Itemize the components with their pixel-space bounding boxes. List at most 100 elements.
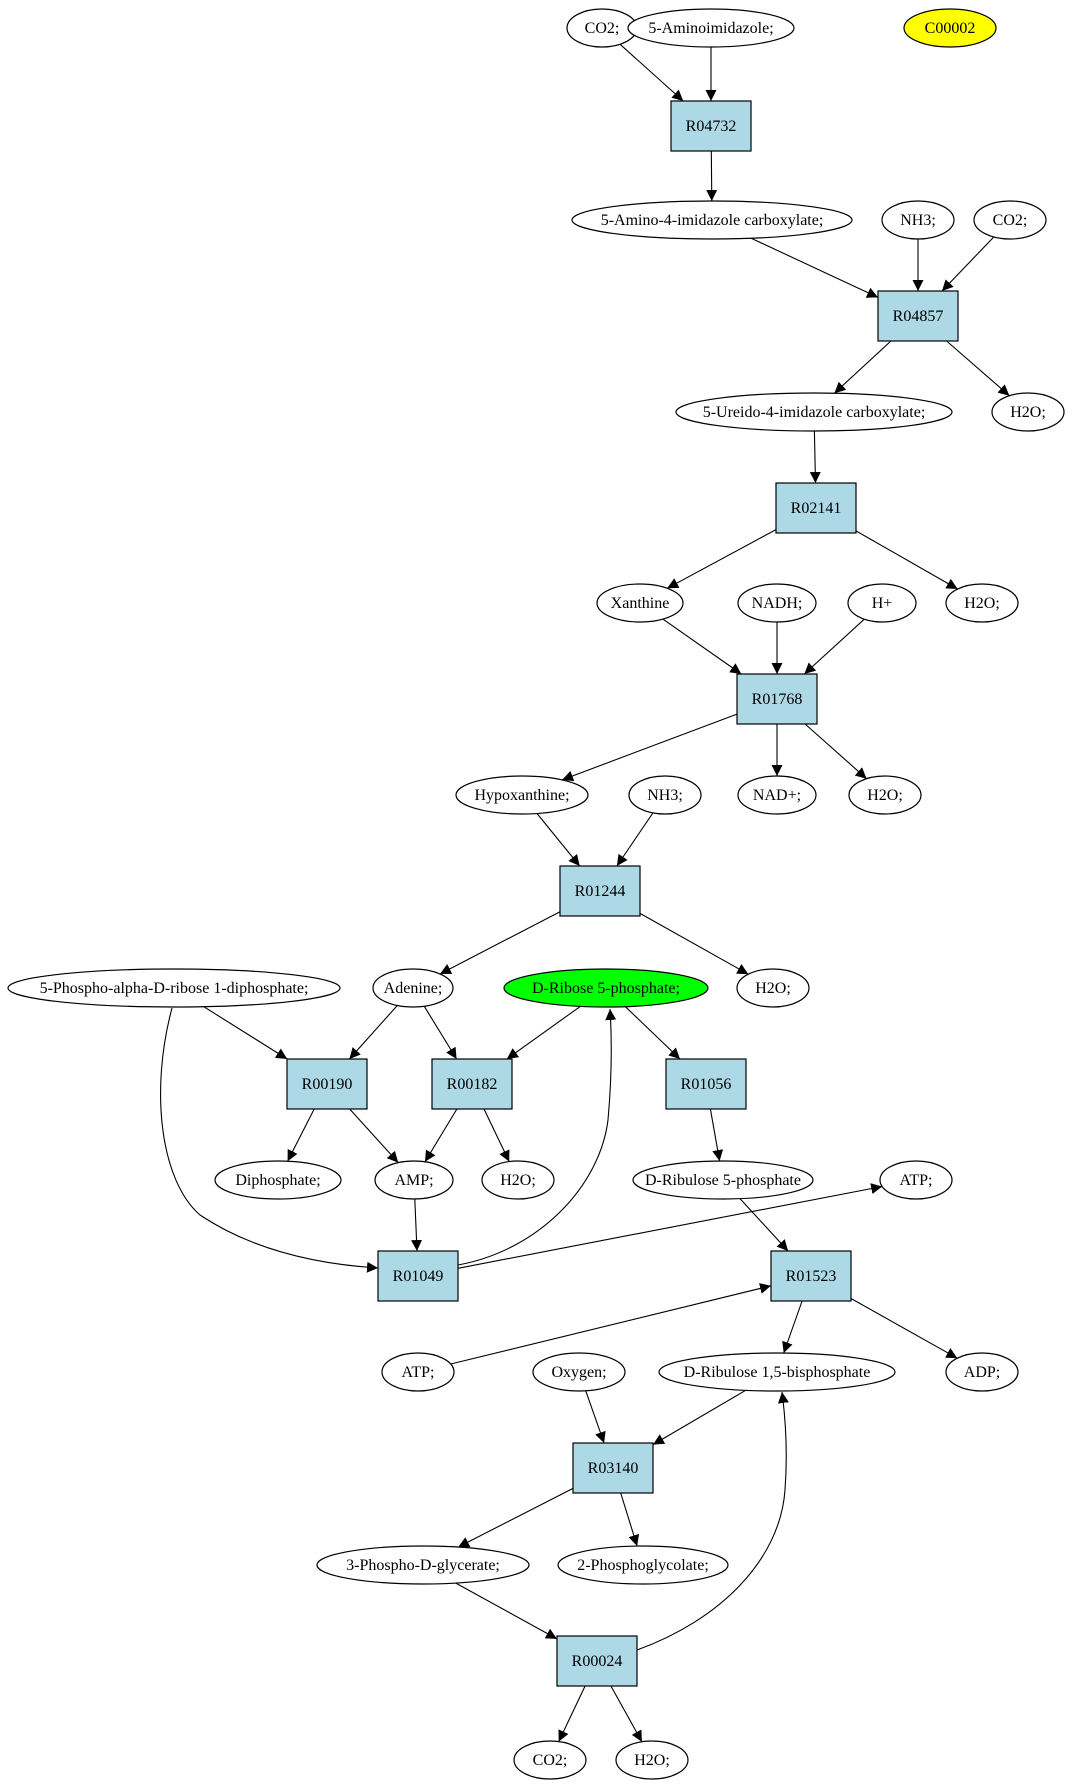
node-label: D-Ribulose 1,5-bisphosphate <box>684 1364 871 1381</box>
compound-node-adp: ADP; <box>945 1352 1019 1392</box>
compound-node-nadplus: NAD+; <box>737 775 817 815</box>
edge-prpp-to-r01049 <box>160 1007 379 1273</box>
compound-ellipse <box>658 1352 896 1392</box>
edge-r04732-to-amino_carboxylate <box>706 150 718 202</box>
compound-ellipse <box>374 1160 454 1200</box>
reaction-box <box>877 290 959 342</box>
compound-node-co2_2: CO2; <box>973 200 1047 240</box>
compound-ellipse <box>372 968 454 1008</box>
node-label: R03140 <box>588 1460 639 1477</box>
node-label: Oxygen; <box>551 1364 606 1381</box>
node-label: R01244 <box>575 883 626 900</box>
node-label: R01523 <box>786 1268 837 1285</box>
node-label: R04857 <box>893 308 944 325</box>
compound-node-atp_2: ATP; <box>381 1352 455 1392</box>
compound-node-nh3_1: NH3; <box>881 200 955 240</box>
node-label: D-Ribose 5-phosphate; <box>532 980 680 997</box>
node-label: H+ <box>872 595 893 612</box>
edge-r04857-to-h2o_1 <box>946 340 1010 397</box>
reaction-box <box>770 1250 852 1302</box>
compound-ellipse <box>945 583 1019 623</box>
node-label: CO2; <box>585 20 620 37</box>
compound-ellipse <box>945 1352 1019 1392</box>
node-label: D-Ribulose 5-phosphate <box>645 1172 801 1189</box>
reaction-box <box>559 865 641 917</box>
compound-node-prpp: 5-Phospho-alpha-D-ribose 1-diphosphate; <box>7 968 341 1008</box>
node-label: C00002 <box>925 20 976 37</box>
compound-node-h2o_2: H2O; <box>945 583 1019 623</box>
compound-node-xanthine: Xanthine <box>596 583 684 623</box>
compound-node-hypoxanthine: Hypoxanthine; <box>455 775 589 815</box>
node-label: ADP; <box>964 1364 1000 1381</box>
reaction-box <box>556 1635 638 1687</box>
node-label: Diphosphate; <box>235 1172 320 1189</box>
compound-ellipse <box>848 775 922 815</box>
compound-node-hplus: H+ <box>847 583 917 623</box>
edge-r01523-to-adp <box>850 1298 958 1359</box>
edge-r03140-to-phosphoglycolate <box>620 1492 640 1547</box>
nodes-layer: CO2;5-Aminoimidazole;C00002R047325-Amino… <box>7 8 1065 1780</box>
compound-ellipse <box>627 8 795 48</box>
edge-r04857-to-ureido_carboxylate <box>834 340 892 394</box>
compound-node-co2_1: CO2; <box>566 8 638 48</box>
compound-node-amp: AMP; <box>374 1160 454 1200</box>
node-label: R01768 <box>752 691 803 708</box>
reaction-box <box>665 1058 747 1110</box>
compound-ellipse <box>991 392 1065 432</box>
node-label: R02141 <box>791 500 842 517</box>
node-label: CO2; <box>533 1752 568 1769</box>
node-label: NAD+; <box>753 787 801 804</box>
compound-ellipse <box>481 1160 555 1200</box>
node-label: NH3; <box>647 787 683 804</box>
node-label: H2O; <box>755 980 791 997</box>
compound-node-h2o_1: H2O; <box>991 392 1065 432</box>
reaction-box <box>572 1442 654 1494</box>
edge-nh3_2-to-r01244 <box>616 812 654 867</box>
compound-ellipse <box>316 1545 530 1585</box>
reaction-node-r01056: R01056 <box>665 1058 747 1110</box>
edge-ribose5p-to-r00182 <box>506 1005 581 1060</box>
edge-r01244-to-h2o_4 <box>639 912 749 975</box>
node-label: R00182 <box>447 1076 498 1093</box>
compound-ellipse <box>455 775 589 815</box>
compound-node-ribulose5p: D-Ribulose 5-phosphate <box>632 1160 814 1200</box>
edge-ureido_carboxylate-to-r02141 <box>809 430 821 484</box>
reaction-box <box>377 1250 459 1302</box>
edge-amino_carboxylate-to-r04857 <box>750 237 879 298</box>
node-label: CO2; <box>993 212 1028 229</box>
compound-ellipse <box>847 583 917 623</box>
node-label: R00024 <box>572 1653 623 1670</box>
compound-ellipse <box>737 583 817 623</box>
reaction-node-r03140: R03140 <box>572 1442 654 1494</box>
edge-r01768-to-h2o_3 <box>804 723 867 780</box>
compound-node-diphosphate: Diphosphate; <box>214 1160 342 1200</box>
compound-ellipse <box>973 200 1047 240</box>
compound-ellipse <box>503 968 709 1008</box>
node-label: H2O; <box>1010 404 1046 421</box>
edge-r00024-to-h2o_6 <box>610 1685 643 1743</box>
edge-r00182-to-h2o_5 <box>483 1108 510 1162</box>
edge-r00190-to-diphosphate <box>287 1108 315 1162</box>
edge-co2_1-to-r04732 <box>619 43 684 102</box>
edge-ribulose5p-to-r01523 <box>739 1198 789 1252</box>
reaction-box <box>775 482 857 534</box>
compound-node-nadh: NADH; <box>737 583 817 623</box>
compound-node-h2o_4: H2O; <box>736 968 810 1008</box>
compound-ellipse <box>615 1740 689 1780</box>
edge-adenine-to-r00182 <box>423 1005 458 1060</box>
node-label: 2-Phosphoglycolate; <box>577 1557 709 1574</box>
compound-node-adenine: Adenine; <box>372 968 454 1008</box>
compound-ellipse <box>214 1160 342 1200</box>
compound-ellipse <box>903 8 997 48</box>
edge-r02141-to-h2o_2 <box>855 530 958 590</box>
compound-node-h2o_5: H2O; <box>481 1160 555 1200</box>
compound-ellipse <box>879 1160 953 1200</box>
edge-r03140-to-pga <box>457 1487 574 1548</box>
edge-r00024-to-co2_3 <box>558 1685 586 1742</box>
edge-prpp-to-r00190 <box>203 1006 288 1060</box>
compound-ellipse <box>737 775 817 815</box>
node-label: R01056 <box>681 1076 732 1093</box>
edge-r00024-to-rubp <box>636 1391 789 1651</box>
node-label: Adenine; <box>384 980 443 997</box>
